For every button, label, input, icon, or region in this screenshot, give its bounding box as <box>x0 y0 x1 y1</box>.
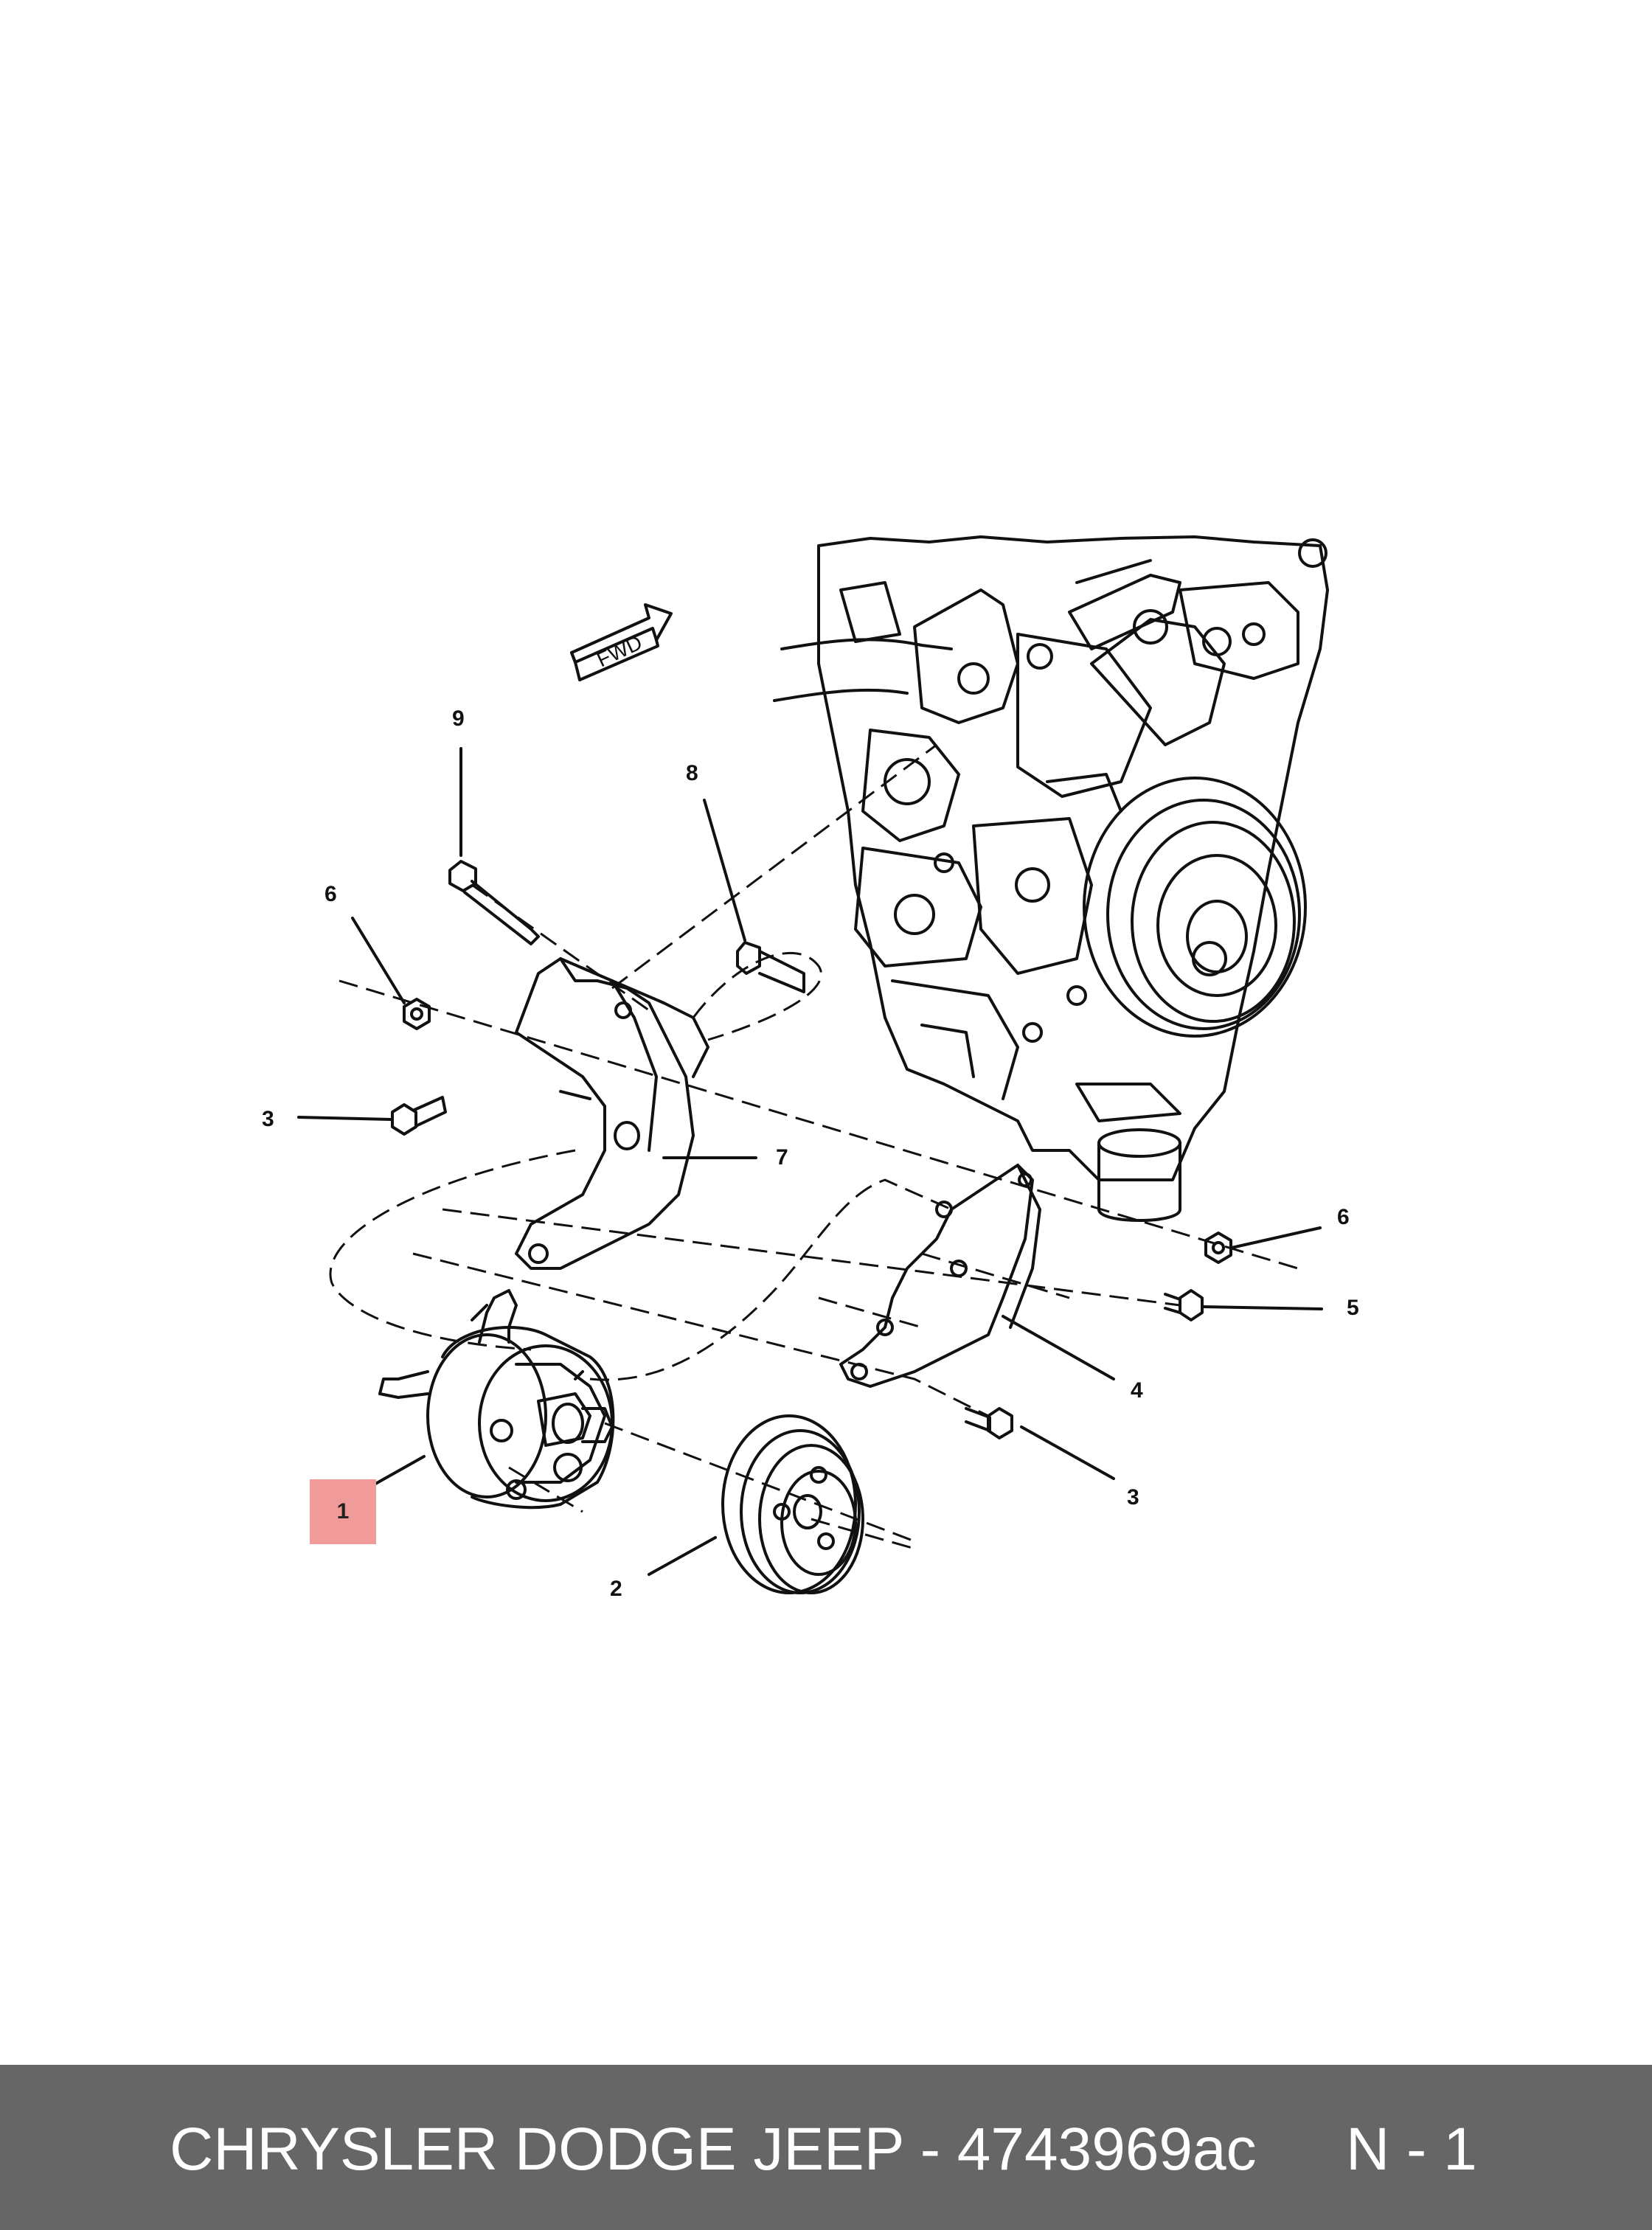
footer-bar <box>0 2065 1652 2230</box>
callout-6-right: 6 <box>1337 1205 1350 1229</box>
footer-page-indicator: N - 1 <box>1346 2116 1477 2183</box>
footer-brand-part-number: CHRYSLER DODGE JEEP - 4743969ac <box>170 2116 1257 2183</box>
callout-7: 7 <box>776 1145 788 1170</box>
callout-2: 2 <box>610 1577 622 1601</box>
bolt-8 <box>736 941 805 993</box>
nut-6-right <box>1204 1232 1232 1264</box>
crankshaft-pulley <box>1083 777 1307 1038</box>
callout-8: 8 <box>686 761 698 785</box>
highlight-box <box>310 1479 376 1544</box>
callout-3-left: 3 <box>262 1107 274 1131</box>
callout-6-left: 6 <box>324 882 337 906</box>
bolt-3-left <box>391 1096 447 1136</box>
oil-filter <box>1075 1083 1181 1222</box>
assembly-lines <box>329 743 1299 1550</box>
exploded-parts-diagram: FWD <box>262 535 1359 1601</box>
mounting-bracket <box>515 957 709 1270</box>
callout-1-highlighted: 1 <box>336 1499 350 1524</box>
forward-direction-arrow <box>570 603 673 681</box>
bolt-9 <box>448 860 540 945</box>
callout-4: 4 <box>1131 1378 1143 1403</box>
engine-block <box>773 535 1329 1222</box>
bolt-3-right <box>965 1407 1013 1439</box>
power-steering-pump <box>378 1289 615 1510</box>
leader-lines <box>297 747 1323 1576</box>
bolt-5 <box>1164 1289 1204 1321</box>
mounting-plate <box>839 1164 1041 1388</box>
pump-pulley <box>721 1414 864 1594</box>
nut-6-left <box>403 998 431 1030</box>
callout-9: 9 <box>452 706 465 731</box>
callout-5: 5 <box>1347 1296 1359 1320</box>
callout-3-right: 3 <box>1127 1485 1139 1510</box>
